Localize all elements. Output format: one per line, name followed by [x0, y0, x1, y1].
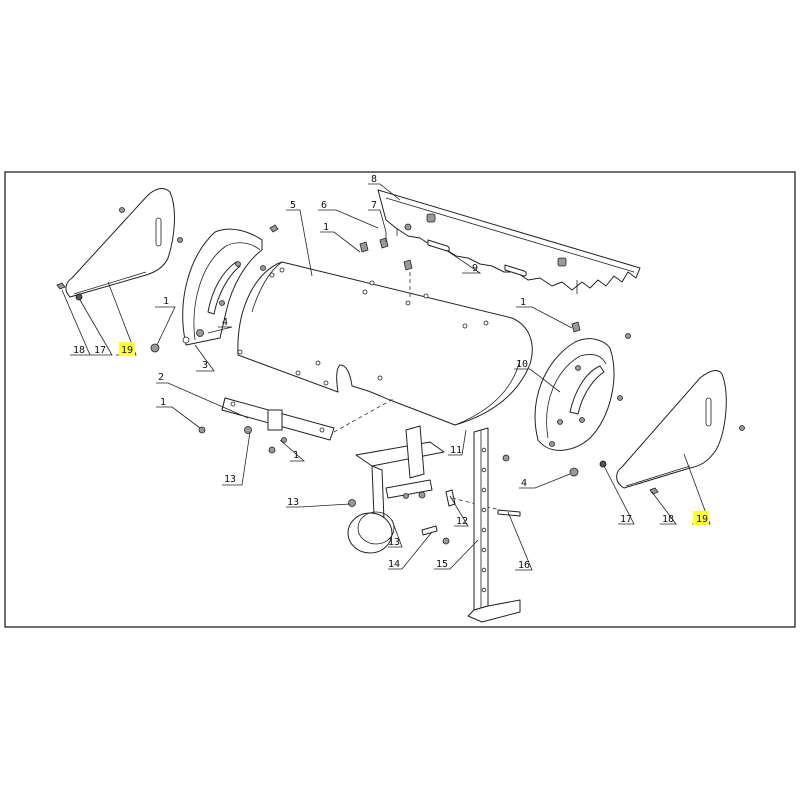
callout-14: 14 [388, 559, 400, 570]
callout-17-left: 17 [94, 345, 106, 356]
callout-3: 3 [202, 360, 208, 371]
callout-7: 7 [371, 200, 377, 211]
callout-5: 5 [290, 200, 296, 211]
callout-1-top: 1 [323, 222, 329, 233]
callout-13-left: 13 [224, 474, 236, 485]
callout-10: 10 [516, 359, 528, 370]
pins-and-bolts [359, 223, 581, 333]
callout-4-left: 4 [222, 317, 228, 328]
mounting-bracket [198, 397, 396, 454]
clamp-assembly [347, 425, 510, 554]
callout-15: 15 [436, 559, 448, 570]
callout-19-left-highlight [119, 342, 135, 356]
callout-9: 9 [472, 263, 478, 274]
callout-18-right: 18 [662, 514, 674, 525]
callout-4-right: 4 [521, 478, 527, 489]
callout-18-left: 18 [73, 345, 85, 356]
callout-1-lower: 1 [293, 450, 299, 461]
callout-labels: 18 17 19 1 3 4 2 1 13 1 5 6 1 7 8 9 1 10… [73, 174, 709, 571]
comb-strip [377, 189, 641, 291]
callout-16: 16 [518, 560, 530, 571]
main-cover [237, 261, 533, 426]
callout-13-middle: 13 [287, 497, 299, 508]
left-side-plate [56, 187, 183, 301]
callout-12: 12 [456, 516, 468, 527]
left-end-cap [150, 224, 279, 353]
right-end-cap [534, 333, 631, 477]
callout-11: 11 [450, 445, 462, 456]
callout-2: 2 [158, 372, 164, 383]
callout-1-bracket: 1 [160, 397, 166, 408]
callout-19-left: 19 [121, 345, 133, 356]
leader-lines [61, 183, 711, 571]
right-side-plate [599, 370, 745, 495]
drawing-frame [4, 171, 796, 628]
callout-1-left-cap: 1 [163, 296, 169, 307]
callout-17-right: 17 [620, 514, 632, 525]
callout-1-right: 1 [520, 297, 526, 308]
callout-13-clamp: 13 [388, 537, 400, 548]
callout-8: 8 [371, 174, 377, 185]
callout-19-right: 19 [696, 514, 708, 525]
callout-19-right-highlight [693, 511, 709, 525]
support-post [467, 427, 521, 623]
callout-6: 6 [321, 200, 327, 211]
